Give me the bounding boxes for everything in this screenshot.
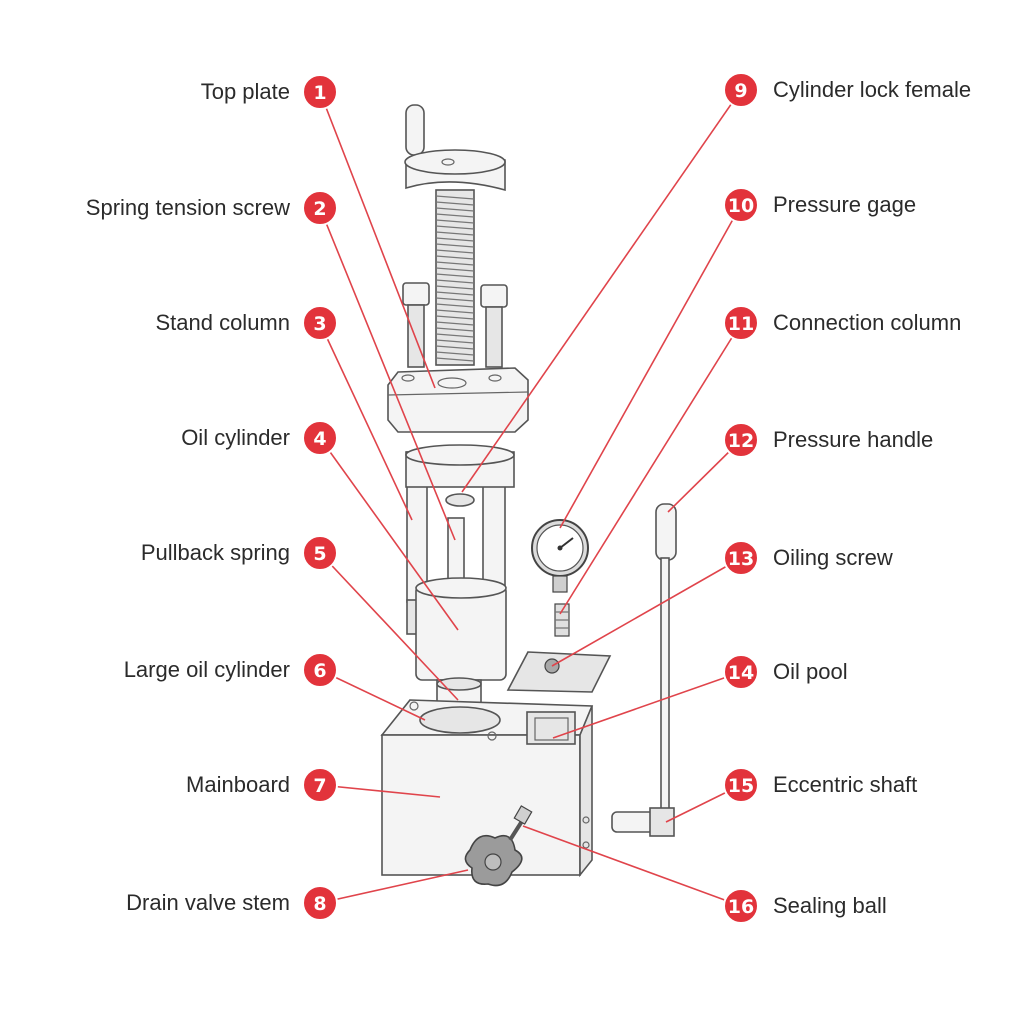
leader-line-3: [319, 322, 413, 521]
callout-1: 1 Top plate: [201, 74, 338, 110]
leader-line-9: [461, 89, 742, 493]
callout-label: Spring tension screw: [86, 195, 290, 220]
callout-number: 8: [313, 893, 326, 915]
callout-number: 11: [728, 313, 754, 335]
callout-number: 12: [728, 430, 754, 452]
callout-badge: [723, 305, 759, 341]
leader-line-11: [559, 322, 742, 615]
leader-line-10: [559, 204, 742, 529]
callout-number: 3: [313, 313, 326, 335]
top-handle: [404, 104, 506, 192]
top-plate-part: [387, 367, 529, 433]
callout-label: Pressure handle: [773, 427, 933, 452]
callout-label: Eccentric shaft: [773, 772, 917, 797]
callout-number: 5: [313, 543, 326, 565]
callout-4: 4 Oil cylinder: [181, 420, 338, 456]
leader-line-16: [522, 825, 742, 907]
left-bolt: [402, 282, 430, 368]
callout-badge: [302, 305, 338, 341]
leader-line-6: [319, 669, 426, 721]
callout-badge: [723, 540, 759, 576]
callout-11: 11 Connection column: [723, 305, 961, 341]
callout-label: Stand column: [155, 310, 290, 335]
callout-label: Drain valve stem: [126, 890, 290, 915]
connection-column-part: [554, 603, 570, 637]
callout-14: 14 Oil pool: [723, 654, 848, 690]
press-illustration: [380, 104, 677, 887]
callout-label: Mainboard: [186, 772, 290, 797]
callout-badge: [302, 190, 338, 226]
oil-cylinder-part: [405, 444, 515, 731]
callout-badge: [302, 420, 338, 456]
callout-badge: [723, 767, 759, 803]
pressure-gauge-part: [531, 519, 589, 593]
callout-5: 5 Pullback spring: [141, 535, 338, 571]
callout-12: 12 Pressure handle: [723, 422, 933, 458]
callout-number: 4: [313, 428, 326, 450]
callout-number: 14: [728, 662, 754, 684]
callout-labels: 1 Top plate 2 Spring tension screw 3 Stand co…: [86, 72, 971, 924]
callout-number: 9: [734, 80, 747, 102]
leader-line-13: [551, 557, 742, 667]
callout-label: Oil cylinder: [181, 425, 290, 450]
leader-line-7: [319, 784, 441, 798]
callout-number: 15: [728, 775, 754, 797]
leader-line-2: [319, 207, 456, 541]
callout-badge: [302, 652, 338, 688]
main-screw: [435, 189, 475, 366]
callout-label: Top plate: [201, 79, 290, 104]
pressure-handle-part: [611, 503, 677, 837]
callout-3: 3 Stand column: [155, 305, 338, 341]
callout-10: 10 Pressure gage: [723, 187, 916, 223]
callout-7: 7 Mainboard: [186, 767, 338, 803]
callout-number: 13: [728, 548, 754, 570]
callout-label: Sealing ball: [773, 893, 887, 918]
callout-15: 15 Eccentric shaft: [723, 767, 917, 803]
sealing-ball-part: [508, 805, 533, 842]
callout-6: 6 Large oil cylinder: [124, 652, 338, 688]
leader-line-5: [319, 552, 459, 701]
callout-2: 2 Spring tension screw: [86, 190, 338, 226]
callout-13: 13 Oiling screw: [723, 540, 893, 576]
oiling-screw-plate: [506, 651, 612, 693]
callout-number: 6: [313, 660, 326, 682]
callout-16: 16 Sealing ball: [723, 888, 887, 924]
right-bolt: [480, 284, 508, 368]
leader-line-14: [552, 671, 742, 739]
callout-badge: [302, 767, 338, 803]
callout-label: Large oil cylinder: [124, 657, 290, 682]
callout-badge: [723, 888, 759, 924]
callout-number: 2: [313, 198, 326, 220]
callout-label: Pressure gage: [773, 192, 916, 217]
callout-badge: [302, 885, 338, 921]
callout-label: Oiling screw: [773, 545, 893, 570]
callout-number: 7: [313, 775, 326, 797]
callout-badge: [723, 654, 759, 690]
drain-valve-knob: [464, 834, 523, 887]
callout-label: Connection column: [773, 310, 961, 335]
leader-line-8: [319, 869, 469, 904]
callout-badge: [302, 74, 338, 110]
callout-badge: [723, 187, 759, 223]
leader-line-1: [319, 91, 436, 389]
callout-9: 9 Cylinder lock female: [723, 72, 971, 108]
leader-line-4: [319, 437, 459, 631]
callout-number: 10: [728, 195, 754, 217]
callout-badge: [302, 535, 338, 571]
callout-number: 16: [728, 896, 754, 918]
callout-label: Oil pool: [773, 659, 848, 684]
callout-label: Pullback spring: [141, 540, 290, 565]
callout-badge: [723, 422, 759, 458]
callout-number: 1: [313, 82, 326, 104]
callout-label: Cylinder lock female: [773, 77, 971, 102]
callout-badge: [723, 72, 759, 108]
callout-8: 8 Drain valve stem: [126, 885, 338, 921]
